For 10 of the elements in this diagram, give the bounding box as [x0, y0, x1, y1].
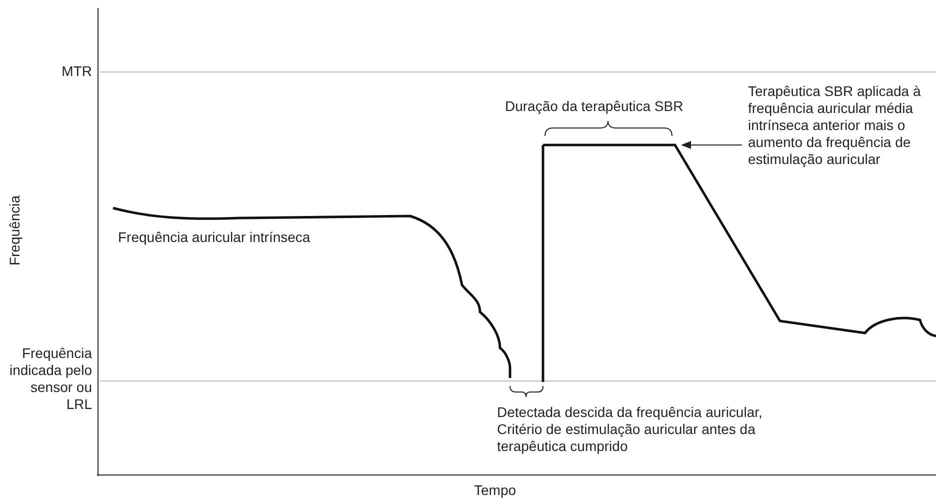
plateau-segment	[543, 144, 676, 146]
axis-mark-label: Frequência indicada pelo sensor ou LRL	[8, 345, 92, 413]
axis-title: Frequência	[6, 194, 24, 268]
curve-label: Frequência auricular intrínseca	[118, 229, 312, 246]
leader-arrow	[681, 141, 742, 149]
axis-mark-label: MTR	[60, 63, 92, 80]
axis-title: Tempo	[474, 482, 518, 499]
duration-label: Duração da terapêutica SBR	[505, 98, 684, 115]
annotation-text: Terapêutica SBR aplicada à frequência auricular média intrínseca anterior mais o aumento da frequência de estimulação auricular	[748, 83, 936, 168]
annotation-text: Detectada descida da frequência auricular, Critério de estimulação auricular antes da terapêutica cumprido	[497, 404, 764, 455]
